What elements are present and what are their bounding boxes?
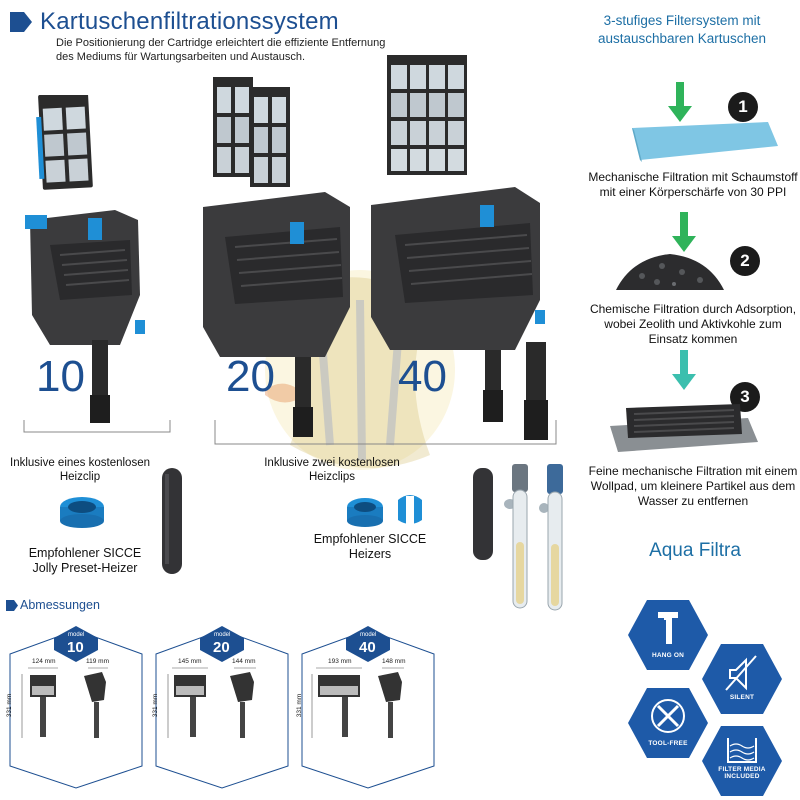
dimension-depth: 144 mm <box>232 658 256 665</box>
dimension-panel-20: model 20 145 mm 144 mm 331 mm <box>152 620 292 790</box>
feature-label-hang-on: HANG ON <box>651 652 685 659</box>
teal-arrow-icon-3 <box>672 350 696 390</box>
heizclip-image <box>60 497 104 528</box>
activated-carbon-image <box>616 254 724 290</box>
badge-model-label: model <box>68 632 85 638</box>
stage-number-1: 1 <box>728 92 758 122</box>
brand-name: Aqua Filtra <box>649 540 741 561</box>
stage-text-1: Mechanische Filtration mit Schaumstoff m… <box>588 170 798 199</box>
title-bookmark-icon <box>10 12 32 32</box>
heater-caption-double: Empfohlener SICCE Heizers <box>313 532 427 561</box>
dimension-width: 145 mm <box>178 658 202 665</box>
glass-heater-image-b <box>539 464 563 611</box>
dimensions-bookmark-icon <box>6 600 18 611</box>
foam-sponge-image <box>632 122 778 162</box>
hang-on-icon <box>628 600 708 670</box>
green-arrow-icon-1 <box>668 82 692 122</box>
dimension-panel-frame <box>155 626 289 789</box>
page-subtitle: Die Positionierung der Cartridge erleich… <box>56 37 386 63</box>
stage-text-2: Chemische Filtration durch Adsorption, w… <box>589 302 797 346</box>
badge-model-number: 20 <box>213 639 230 656</box>
heizclip-caption-double: Inklusive zwei kostenlosen Heizclips <box>264 457 400 483</box>
heizclip-image-a <box>347 498 383 527</box>
dimension-panel-40: model 40 193 mm 148 mm 331 mm <box>296 620 438 790</box>
model-group-brackets <box>23 420 557 445</box>
silent-icon <box>702 644 782 714</box>
feature-label-filter-media: FILTER MEDIA INCLUDED <box>718 766 766 780</box>
green-arrow-icon-2 <box>672 212 696 252</box>
page-title: Kartuschenfiltrationssystem <box>40 8 339 35</box>
dimension-depth: 148 mm <box>382 658 406 665</box>
spare-intake-tube-image <box>524 342 548 440</box>
model-number-40: 40 <box>398 352 447 401</box>
filter-media-icon <box>702 726 782 796</box>
dimension-height: 331 mm <box>296 693 304 718</box>
model-number-10: 10 <box>36 352 85 401</box>
heater-caption-single: Empfohlener SICCE Jolly Preset-Heizer <box>28 546 142 575</box>
stages-heading: 3-stufiges Filtersystem mit austauschbar… <box>597 13 767 46</box>
filter-20-product-image <box>203 77 350 437</box>
badge-model-number: 40 <box>359 639 376 656</box>
dimension-panel-10: model 10 124 mm 119 mm 331 mm <box>6 620 146 790</box>
heizclip-caption-single: Inklusive eines kostenlosen Heizclip <box>10 457 150 483</box>
badge-model-label: model <box>214 632 231 638</box>
filter-40-product-image <box>371 55 545 422</box>
dimension-width: 193 mm <box>328 658 352 665</box>
stage-text-3: Feine mechanische Filtration mit einem W… <box>588 464 798 508</box>
dimension-panel-frame <box>301 626 435 789</box>
glass-heater-image-a <box>504 464 528 609</box>
jolly-heater-image <box>162 468 182 574</box>
dimension-width: 124 mm <box>32 658 56 665</box>
badge-model-label: model <box>360 632 377 638</box>
tool-free-icon <box>628 688 708 758</box>
dimensions-heading: Abmessungen <box>20 598 100 612</box>
heizclip-image-b <box>398 495 422 524</box>
dimension-height: 331 mm <box>152 693 160 718</box>
dimension-panel-frame <box>9 626 143 789</box>
dimension-depth: 119 mm <box>86 658 109 665</box>
wool-pad-cartridge-image <box>610 404 758 452</box>
feature-label-tool-free: TOOL-FREE <box>648 740 688 747</box>
stage-number-2: 2 <box>730 246 760 276</box>
filter-10-product-image <box>25 95 145 423</box>
badge-model-number: 10 <box>67 639 84 656</box>
feature-label-silent: SILENT <box>729 694 755 701</box>
model-number-20: 20 <box>226 352 275 401</box>
dimension-height: 331 mm <box>6 693 14 718</box>
heater-sleeve-image <box>473 468 493 560</box>
